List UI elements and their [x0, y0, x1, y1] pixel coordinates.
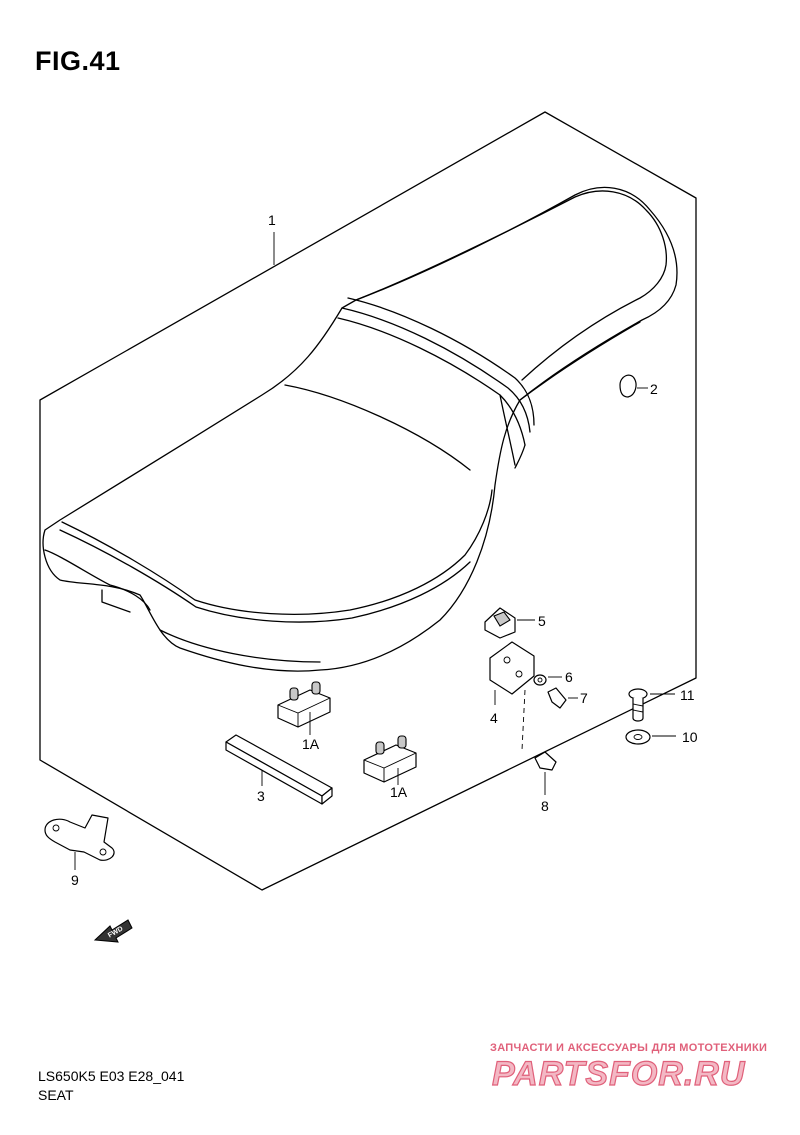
- figure-name: SEAT: [38, 1087, 74, 1103]
- part-11-bolt: [628, 688, 675, 722]
- forward-arrow-icon: FWD: [93, 919, 133, 943]
- assembly-boundary: [39, 111, 697, 891]
- part-10-washer: [625, 729, 676, 745]
- callout-3: 3: [257, 788, 265, 804]
- callout-1a-left: 1A: [302, 736, 320, 752]
- callout-1: 1: [268, 212, 276, 228]
- callout-10: 10: [682, 729, 698, 745]
- part-6-washer: [533, 674, 562, 686]
- watermark-tagline: ЗАПЧАСТИ И АКСЕССУАРЫ ДЛЯ МОТОТЕХНИКИ: [490, 1042, 768, 1054]
- callout-2: 2: [650, 381, 658, 397]
- callout-8: 8: [541, 798, 549, 814]
- part-1a-left-damper: [277, 681, 331, 735]
- callout-1a-right: 1A: [390, 784, 408, 800]
- callout-4: 4: [490, 710, 498, 726]
- part-1a-right-damper: [363, 735, 417, 785]
- part-9-bracket: [44, 814, 115, 870]
- seat-drawing: [42, 186, 678, 672]
- callout-5: 5: [538, 613, 546, 629]
- part-8-bolt: [534, 751, 557, 795]
- part-4-bracket: [489, 641, 535, 751]
- part-3-cushion-strip: [225, 734, 333, 805]
- callout-11: 11: [680, 687, 695, 703]
- callout-7: 7: [580, 690, 588, 706]
- watermark-logo: PARTSFOR.RU: [491, 1054, 746, 1093]
- part-2-cushion: [619, 374, 648, 398]
- callout-6: 6: [565, 669, 573, 685]
- figure-title: FIG.41: [35, 46, 121, 76]
- figure-code: LS650K5 E03 E28_041: [38, 1068, 185, 1084]
- callout-9: 9: [71, 872, 79, 888]
- part-7-bolt: [547, 687, 578, 709]
- part-5-clip-nut: [484, 607, 535, 639]
- svg-text:PARTSFOR.RU: PARTSFOR.RU: [492, 1055, 746, 1093]
